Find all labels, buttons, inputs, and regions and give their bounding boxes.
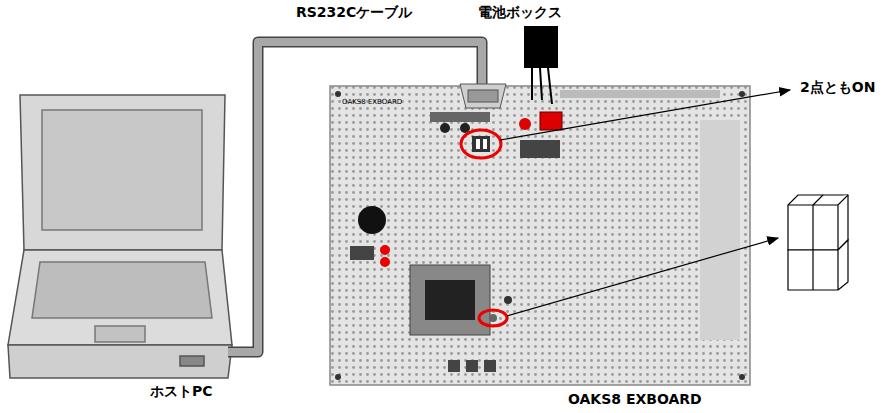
callout-label: OAKS8 EXBOARD <box>568 392 702 407</box>
callout-label: ホストPC <box>150 384 213 399</box>
highlight-circle <box>479 310 507 326</box>
board <box>330 86 750 385</box>
callout-label: 2点ともON <box>800 80 875 95</box>
leader-arrow <box>500 90 790 140</box>
switch-icon <box>788 195 848 290</box>
silkscreen-label: OAKS8 EXBOARD <box>342 99 402 107</box>
laptop <box>8 95 232 378</box>
board-parts <box>335 84 745 380</box>
battery-wire <box>532 68 552 104</box>
highlight-circle <box>461 130 501 158</box>
battery-box <box>524 26 558 68</box>
leader-arrow <box>507 238 778 316</box>
callout-label: RS232Cケーブル <box>296 5 412 20</box>
callout-label: 電池ボックス <box>478 5 562 20</box>
